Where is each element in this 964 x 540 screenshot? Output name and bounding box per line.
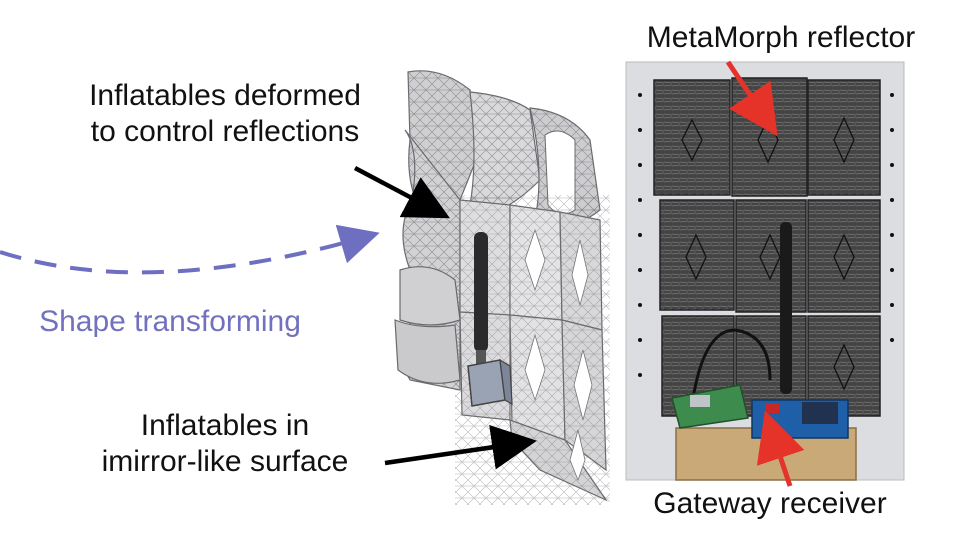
shape-transform-arrow [0,224,380,275]
label-inflatables-deformed: Inflatables deformed to control reflecti… [30,78,420,150]
mirror-pointer-arrow [384,424,537,470]
reflector-photo [625,61,905,481]
deformed-pointer-arrow [353,166,450,219]
label-line: Inflatables deformed [89,79,361,112]
receiver-box-icon [467,358,513,407]
label-line: Inflatables in [140,409,310,442]
label-gateway-receiver: Gateway receiver [653,487,887,520]
label-shape-transforming: Shape transforming [39,305,301,338]
gateway-pointer-arrow [756,410,805,487]
inflatable-mesh-model [394,70,610,505]
label-line: imirror-like surface [101,445,349,478]
label-line: to control reflections [90,115,360,148]
label-inflatables-mirror: Inflatables in imirror-like surface [60,408,390,480]
reflector-pointer-arrow [725,60,778,137]
antenna-icon [474,232,488,366]
label-metamorph-reflector: MetaMorph reflector [646,21,916,54]
